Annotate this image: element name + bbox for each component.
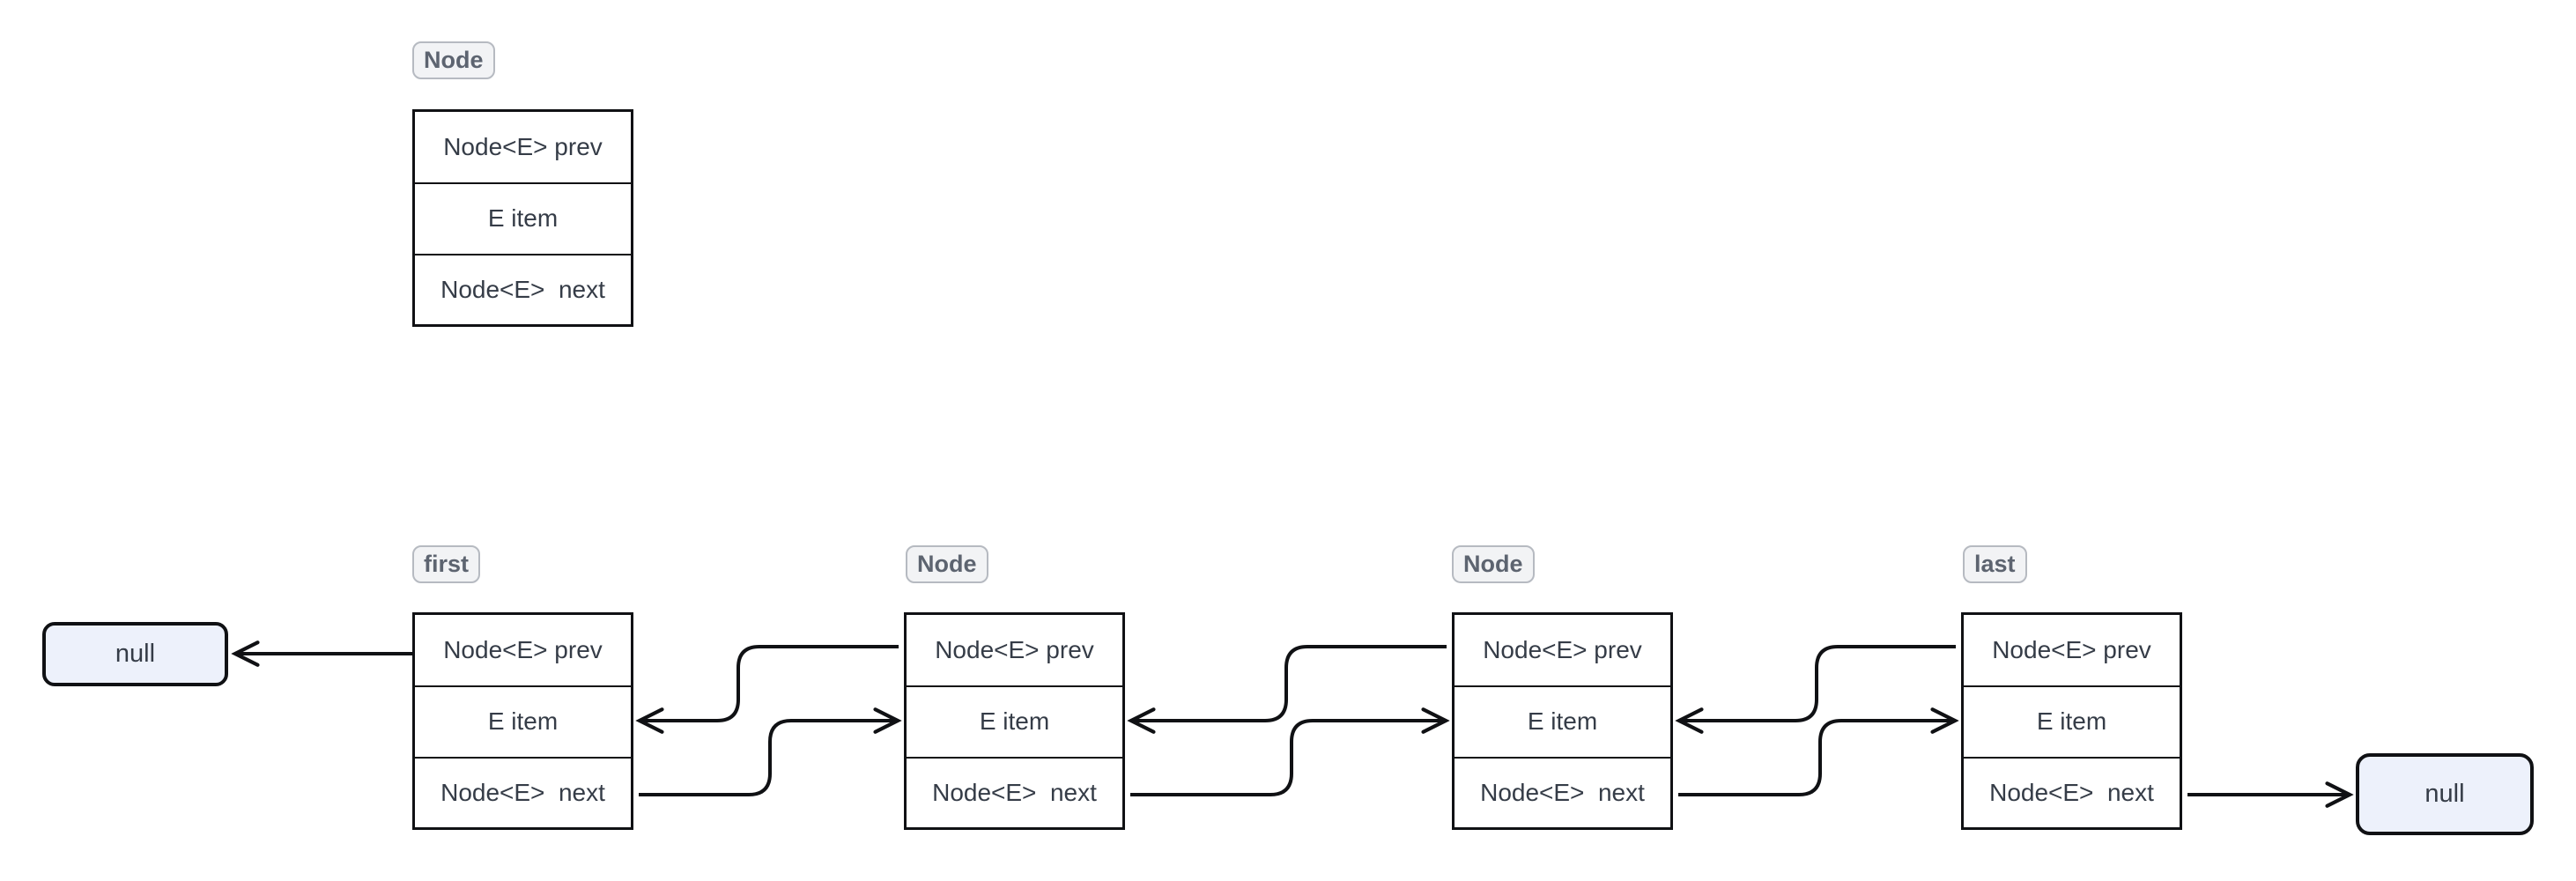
node-label-node3: Node <box>1452 545 1535 583</box>
field-next: Node<E> next <box>415 253 631 324</box>
node-label-first: first <box>412 545 481 583</box>
field-item: E item <box>1964 685 2180 756</box>
node-class-label: Node <box>412 41 495 79</box>
field-next: Node<E> next <box>415 756 631 827</box>
arrow-next-pointer-1 <box>639 721 897 796</box>
null-box-left: null <box>42 622 228 686</box>
node-struct-table: Node<E> prev E item Node<E> next <box>412 109 633 327</box>
node-table-first: Node<E> prev E item Node<E> next <box>412 612 633 830</box>
arrow-next-pointer-2 <box>1130 721 1445 796</box>
field-item: E item <box>907 685 1122 756</box>
field-next: Node<E> next <box>907 756 1122 827</box>
field-item: E item <box>415 182 631 253</box>
null-box-right: null <box>2356 753 2534 835</box>
field-item: E item <box>415 685 631 756</box>
field-next: Node<E> next <box>1964 756 2180 827</box>
node-table-last: Node<E> prev E item Node<E> next <box>1961 612 2182 830</box>
node-table-node2: Node<E> prev E item Node<E> next <box>904 612 1125 830</box>
field-prev: Node<E> prev <box>935 636 1094 664</box>
arrow-prev-pointer-4 <box>1680 645 1956 721</box>
arrow-prev-pointer-2 <box>640 645 899 721</box>
field-prev: Node<E> prev <box>443 636 603 664</box>
node-label-node2: Node <box>906 545 988 583</box>
arrow-prev-pointer-3 <box>1132 645 1447 721</box>
field-next: Node<E> next <box>1455 756 1670 827</box>
node-table-node3: Node<E> prev E item Node<E> next <box>1452 612 1673 830</box>
field-prev: Node<E> prev <box>1483 636 1642 664</box>
arrow-next-pointer-3 <box>1678 721 1954 796</box>
field-item: E item <box>1455 685 1670 756</box>
field-prev: Node<E> prev <box>1992 636 2151 664</box>
node-label-last: last <box>1963 545 2027 583</box>
field-prev: Node<E> prev <box>443 133 603 161</box>
